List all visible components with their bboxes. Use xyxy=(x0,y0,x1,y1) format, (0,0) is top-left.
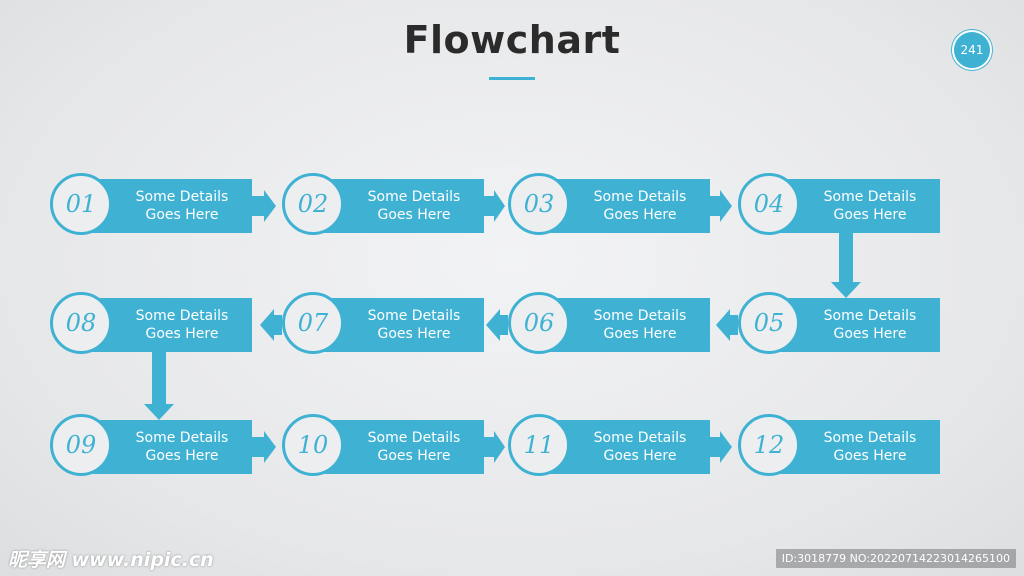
step-box: Some Details Goes Here xyxy=(90,298,252,352)
step-number-circle: 03 xyxy=(508,173,570,235)
step-number-circle: 09 xyxy=(50,414,112,476)
arrow-right-02-03 xyxy=(484,190,505,222)
step-number-circle: 06 xyxy=(508,292,570,354)
step-text-line1: Some Details xyxy=(367,189,461,205)
flow-step-07: Some Details Goes Here 07 xyxy=(282,292,484,354)
flow-step-09: Some Details Goes Here 09 xyxy=(50,414,252,476)
step-number-circle: 02 xyxy=(282,173,344,235)
step-text-line2: Goes Here xyxy=(377,326,451,342)
step-text-line1: Some Details xyxy=(593,308,687,324)
arrow-right-10-11 xyxy=(484,431,505,463)
step-number-circle: 11 xyxy=(508,414,570,476)
arrow-left-06-07 xyxy=(486,309,508,341)
step-text-line2: Goes Here xyxy=(833,448,907,464)
flow-step-08: Some Details Goes Here 08 xyxy=(50,292,252,354)
step-text-line2: Goes Here xyxy=(603,448,677,464)
step-text-line1: Some Details xyxy=(135,430,229,446)
watermark-logo-text: 昵享网 www.nipic.cn xyxy=(8,549,214,571)
flow-step-04: Some Details Goes Here 04 xyxy=(738,173,940,235)
watermark-id-text: ID:3018779 NO:20220714223014265100 xyxy=(775,549,1016,568)
arrow-right-03-04 xyxy=(710,190,732,222)
flow-step-03: Some Details Goes Here 03 xyxy=(508,173,710,235)
step-number-circle: 12 xyxy=(738,414,800,476)
step-number-circle: 04 xyxy=(738,173,800,235)
step-text-line2: Goes Here xyxy=(377,207,451,223)
step-text-line2: Goes Here xyxy=(833,207,907,223)
flow-step-10: Some Details Goes Here 10 xyxy=(282,414,484,476)
arrow-right-09-10 xyxy=(252,431,276,463)
step-text-line2: Goes Here xyxy=(377,448,451,464)
step-number-circle: 07 xyxy=(282,292,344,354)
step-text-line1: Some Details xyxy=(823,308,917,324)
step-text-line2: Goes Here xyxy=(833,326,907,342)
step-number-circle: 01 xyxy=(50,173,112,235)
flow-step-12: Some Details Goes Here 12 xyxy=(738,414,940,476)
step-text-line2: Goes Here xyxy=(145,448,219,464)
flow-step-11: Some Details Goes Here 11 xyxy=(508,414,710,476)
step-text-line1: Some Details xyxy=(593,189,687,205)
arrow-right-01-02 xyxy=(252,190,276,222)
step-text-line2: Goes Here xyxy=(603,326,677,342)
flow-step-01: Some Details Goes Here 01 xyxy=(50,173,252,235)
step-text-line1: Some Details xyxy=(593,430,687,446)
step-box: Some Details Goes Here xyxy=(90,179,252,233)
flow-step-05: Some Details Goes Here 05 xyxy=(738,292,940,354)
step-number-circle: 08 xyxy=(50,292,112,354)
arrow-right-11-12 xyxy=(710,431,732,463)
arrow-left-05-06 xyxy=(716,309,738,341)
step-number-circle: 05 xyxy=(738,292,800,354)
step-text-line2: Goes Here xyxy=(145,326,219,342)
step-number-circle: 10 xyxy=(282,414,344,476)
page-number-badge: 241 xyxy=(952,30,992,70)
arrow-left-07-08 xyxy=(260,309,282,341)
arrow-down-04-05 xyxy=(831,233,861,298)
step-text-line2: Goes Here xyxy=(603,207,677,223)
step-box: Some Details Goes Here xyxy=(90,420,252,474)
title-underline xyxy=(489,77,535,80)
step-text-line1: Some Details xyxy=(367,430,461,446)
step-box: Some Details Goes Here xyxy=(322,179,484,233)
flow-step-06: Some Details Goes Here 06 xyxy=(508,292,710,354)
step-text-line1: Some Details xyxy=(823,189,917,205)
slide-title: Flowchart xyxy=(403,18,621,62)
step-text-line1: Some Details xyxy=(135,189,229,205)
step-box: Some Details Goes Here xyxy=(322,420,484,474)
step-text-line2: Goes Here xyxy=(145,207,219,223)
flow-step-02: Some Details Goes Here 02 xyxy=(282,173,484,235)
step-box: Some Details Goes Here xyxy=(548,179,710,233)
step-text-line1: Some Details xyxy=(823,430,917,446)
step-box: Some Details Goes Here xyxy=(548,298,710,352)
arrow-down-08-09 xyxy=(144,352,174,420)
step-box: Some Details Goes Here xyxy=(778,420,940,474)
step-text-line1: Some Details xyxy=(135,308,229,324)
step-box: Some Details Goes Here xyxy=(548,420,710,474)
step-text-line1: Some Details xyxy=(367,308,461,324)
step-box: Some Details Goes Here xyxy=(778,179,940,233)
step-box: Some Details Goes Here xyxy=(322,298,484,352)
step-box: Some Details Goes Here xyxy=(778,298,940,352)
